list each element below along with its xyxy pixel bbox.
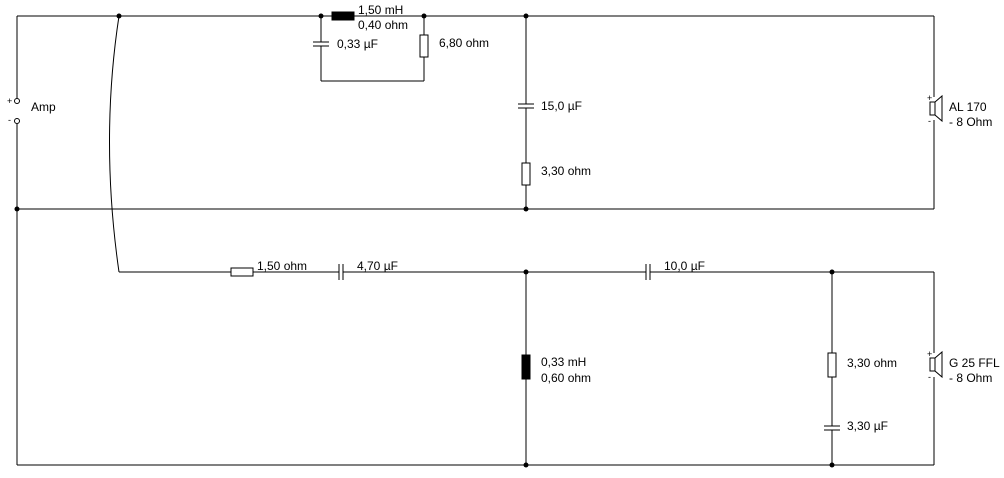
tweeter-minus: - xyxy=(928,116,931,126)
shunt-inductor-value: 0,33 mH xyxy=(541,355,586,369)
series-res-label: 1,50 ohm xyxy=(257,259,307,273)
woofer-name: G 25 FFL xyxy=(949,356,1000,370)
junction-dots xyxy=(14,13,835,468)
woofer-cone xyxy=(934,350,943,379)
amp-plus-terminal xyxy=(14,98,20,104)
shunt-inductor-resistance: 0,60 ohm xyxy=(541,371,591,385)
series-inductor-top xyxy=(331,11,355,21)
crossover-feed-wire xyxy=(109,15,120,273)
amp-terminals: + - Amp xyxy=(7,16,56,465)
tweeter-plus: + xyxy=(927,93,932,103)
woofer-plus: + xyxy=(927,349,932,359)
tweeter-impedance: - 8 Ohm xyxy=(949,115,992,129)
shunt-cap-label: 15,0 µF xyxy=(541,99,582,113)
shunt-inductor-bottom xyxy=(521,354,531,380)
series-cap-1-label: 4,70 µF xyxy=(357,259,398,273)
woofer-impedance: - 8 Ohm xyxy=(949,371,992,385)
woofer-speaker-icon xyxy=(929,357,936,372)
series-cap-2-label: 10,0 µF xyxy=(664,259,705,273)
series-inductor-resistance: 0,40 ohm xyxy=(358,18,408,32)
tweeter-name: AL 170 xyxy=(949,100,987,114)
zobel-res-label: 3,30 ohm xyxy=(847,356,897,370)
shunt-resistor-top xyxy=(521,162,531,186)
woofer-network: 1,50 ohm 4,70 µF 10,0 µF 0,33 mH 0,60 oh… xyxy=(17,259,1000,466)
zobel-cap-label: 3,30 µF xyxy=(847,419,888,433)
series-resistor-bottom xyxy=(230,267,254,277)
tweeter-cone xyxy=(934,94,943,123)
tweeter-speaker-icon xyxy=(929,101,936,116)
series-inductor-value: 1,50 mH xyxy=(358,3,403,17)
woofer-minus: - xyxy=(928,372,931,382)
parallel-cap-label: 0,33 µF xyxy=(337,37,378,51)
amp-minus-sign: - xyxy=(8,115,11,125)
amp-plus-sign: + xyxy=(7,96,12,106)
shunt-res-label: 3,30 ohm xyxy=(541,164,591,178)
amp-minus-terminal xyxy=(14,118,20,124)
tweeter-network: 1,50 mH 0,40 ohm 0,33 µF 6,80 ohm 15,0 µ… xyxy=(17,3,992,210)
parallel-resistor-top xyxy=(419,34,429,58)
zobel-resistor xyxy=(827,352,837,378)
amp-label: Amp xyxy=(31,100,56,114)
parallel-res-label: 6,80 ohm xyxy=(439,36,489,50)
